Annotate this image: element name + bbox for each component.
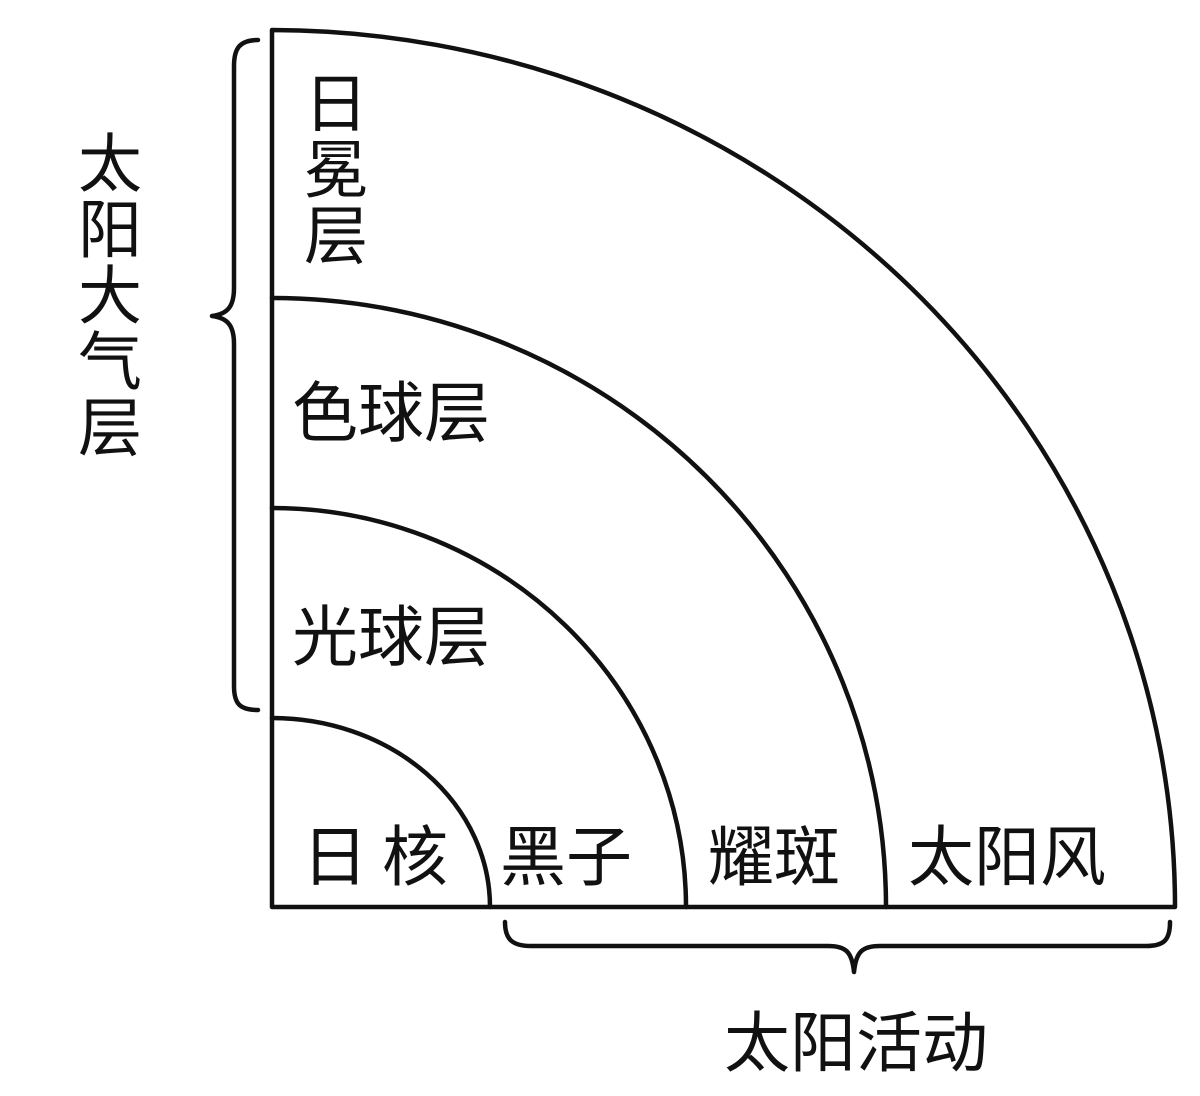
- corona-boundary: [269, 27, 1178, 910]
- atmosphere-brace: [209, 37, 261, 713]
- flare-label: 耀斑: [708, 819, 840, 896]
- chromosphere-label: 色球层: [292, 375, 490, 452]
- photosphere-label: 光球层: [292, 599, 490, 676]
- corona-label: 日冕层: [293, 70, 367, 268]
- core-label: 日核: [302, 819, 462, 896]
- sunspot-label: 黑子: [500, 819, 632, 896]
- core-boundary: [269, 715, 493, 910]
- atmosphere-brace-label: 太阳大气层: [67, 130, 141, 460]
- activity-brace: [502, 919, 1173, 975]
- photosphere-boundary: [269, 505, 689, 910]
- activity-brace-label: 太阳活动: [724, 1005, 988, 1082]
- layer-boundaries: [269, 27, 1178, 910]
- chromosphere-boundary: [269, 295, 889, 910]
- solar-wind-label: 太阳风: [908, 819, 1106, 896]
